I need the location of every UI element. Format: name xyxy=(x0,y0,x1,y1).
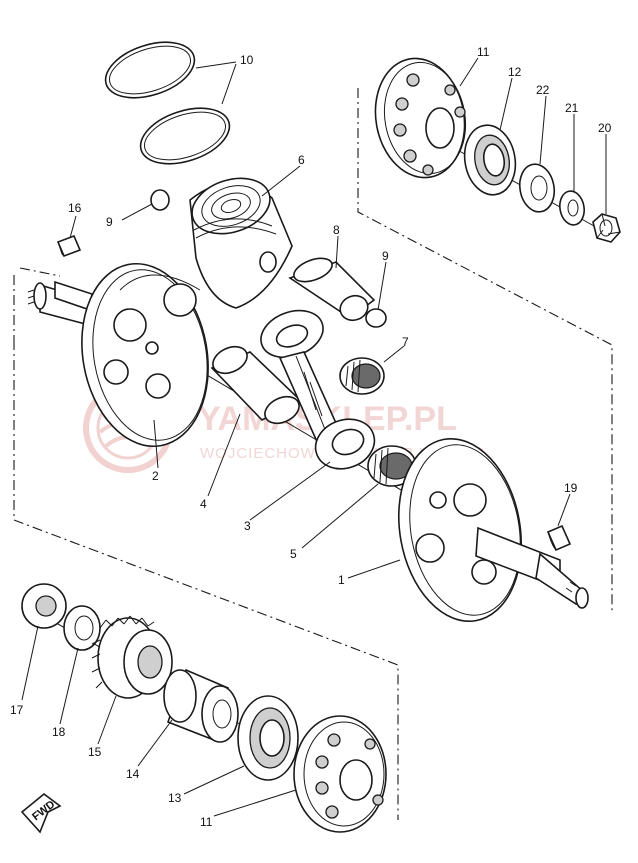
piston xyxy=(189,177,293,309)
callout-10: 10 xyxy=(240,53,254,67)
leader-lines xyxy=(21,57,607,817)
assembly-outline xyxy=(13,88,613,820)
callout-labels: 10 11 12 22 21 20 6 9 16 8 9 7 2 4 3 5 1… xyxy=(10,45,612,829)
callout-4: 4 xyxy=(200,497,207,511)
callout-19: 19 xyxy=(564,481,578,495)
spacer-14 xyxy=(163,668,239,743)
primary-gear-15 xyxy=(91,615,173,699)
needle-bearing-large-5 xyxy=(367,445,417,487)
callout-3: 3 xyxy=(244,519,251,533)
piston-ring-lower xyxy=(139,107,231,165)
oil-seal-13 xyxy=(237,695,299,781)
callout-1: 1 xyxy=(338,573,345,587)
crank-wheel-left xyxy=(27,262,209,448)
connecting-rod-3 xyxy=(260,309,376,470)
callout-9-lower: 9 xyxy=(382,249,389,263)
callout-11-upper: 11 xyxy=(477,45,490,59)
callout-22: 22 xyxy=(536,83,550,97)
callout-15: 15 xyxy=(88,745,102,759)
washer-21 xyxy=(559,190,585,226)
callout-13: 13 xyxy=(168,791,182,805)
callout-2: 2 xyxy=(152,469,159,483)
collar-17 xyxy=(21,583,67,629)
bearing-lower xyxy=(293,715,387,833)
circlip-upper xyxy=(150,189,170,211)
needle-bearing-small-7 xyxy=(339,357,385,395)
bearing-upper xyxy=(374,57,467,179)
washer-18 xyxy=(63,605,101,651)
circlip-lower xyxy=(365,308,387,328)
callout-18: 18 xyxy=(52,725,66,739)
callout-20: 20 xyxy=(598,121,612,135)
piston-pin-8 xyxy=(288,257,376,322)
forward-direction-icon: FWD xyxy=(20,792,62,834)
collar-22 xyxy=(518,163,556,213)
callout-9-upper: 9 xyxy=(106,215,113,229)
callout-8: 8 xyxy=(333,223,340,237)
nut-20 xyxy=(592,213,621,243)
callout-16: 16 xyxy=(68,201,82,215)
piston-ring-upper xyxy=(104,41,196,99)
callout-11-lower: 11 xyxy=(200,815,213,829)
callout-17: 17 xyxy=(10,703,24,717)
oil-seal-12 xyxy=(463,124,517,196)
callout-6: 6 xyxy=(298,153,305,167)
crank-wheel-right xyxy=(397,438,589,622)
woodruff-key-16 xyxy=(56,234,82,258)
callout-14: 14 xyxy=(126,767,140,781)
callout-21: 21 xyxy=(565,101,579,115)
woodruff-key-19 xyxy=(546,524,572,552)
callout-5: 5 xyxy=(290,547,297,561)
callout-7: 7 xyxy=(402,335,409,349)
callout-12: 12 xyxy=(508,65,522,79)
crank-pin-4 xyxy=(210,345,302,425)
